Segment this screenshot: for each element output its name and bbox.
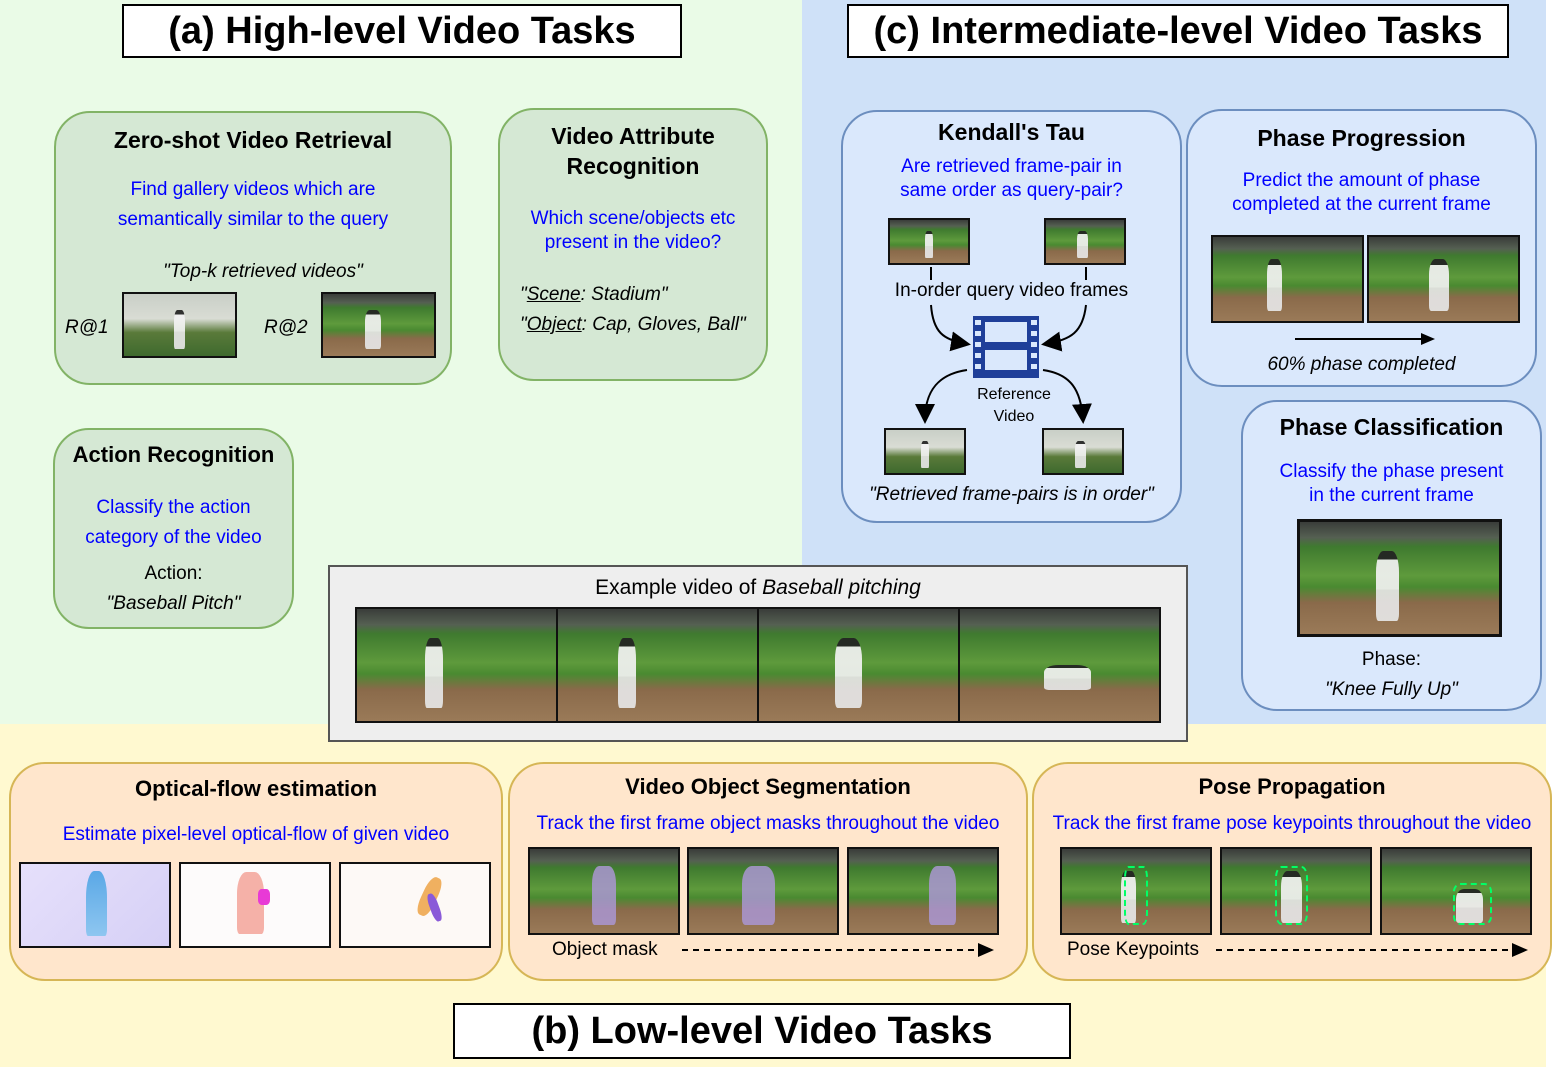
object-key: Object (526, 314, 582, 335)
classification-question-2: in the current frame (1309, 485, 1474, 506)
example-caption-emph: Baseball pitching (762, 576, 921, 599)
progression-caption: 60% phase completed (1267, 354, 1456, 375)
retrieved-frame-2 (1042, 428, 1124, 475)
kendall-question-1: Are retrieved frame-pair in (901, 156, 1122, 177)
attribute-object: "Object: Cap, Gloves, Ball" (520, 314, 746, 335)
progression-card: Phase Progression Predict the amount of … (1186, 109, 1537, 387)
optical-flow-title: Optical-flow estimation (134, 776, 378, 801)
progression-question-2: completed at the current frame (1232, 194, 1491, 215)
reference-video-label-2: Video (993, 408, 1035, 425)
progression-title: Phase Progression (1257, 125, 1466, 151)
progression-frame-1 (1211, 235, 1364, 323)
flow-frame-3 (339, 862, 491, 948)
scene-key: Scene (526, 284, 581, 305)
vos-question: Track the first frame object masks throu… (536, 813, 1000, 834)
high-level-title: (a) High-level Video Tasks (122, 4, 682, 58)
progression-arrow (1295, 333, 1435, 345)
query-frame-1 (888, 218, 970, 265)
retrieved-video-1 (122, 292, 237, 358)
retrieved-video-2 (321, 292, 436, 358)
attribute-question-1: Which scene/objects etc (530, 208, 736, 229)
film-reel-icon (973, 316, 1039, 378)
pose-question: Track the first frame pose keypoints thr… (1052, 813, 1532, 834)
attribute-question-2: present in the video? (544, 232, 722, 253)
retrieval-card: Zero-shot Video Retrieval Find gallery v… (54, 111, 452, 385)
kendall-card: Kendall's Tau Are retrieved frame-pair i… (841, 110, 1182, 523)
optical-flow-card: Optical-flow estimation Estimate pixel-l… (9, 762, 503, 981)
kendall-question-2: same order as query-pair? (900, 180, 1123, 201)
classification-title: Phase Classification (1279, 414, 1504, 440)
retrieval-question-1: Find gallery videos which are (130, 179, 376, 200)
intermediate-level-title: (c) Intermediate-level Video Tasks (847, 4, 1509, 58)
retrieval-title: Zero-shot Video Retrieval (113, 127, 393, 153)
query-frame-2 (1044, 218, 1126, 265)
example-frame-4 (958, 607, 1161, 723)
example-caption-prefix: Example video of (595, 576, 763, 599)
vos-frame-1 (528, 847, 680, 935)
vos-frame-2 (687, 847, 839, 935)
low-level-title: (b) Low-level Video Tasks (453, 1003, 1071, 1059)
attribute-scene: "Scene: Stadium" (520, 284, 668, 305)
object-mask-label: Object mask (552, 939, 658, 960)
retrieval-caption: "Top-k retrieved videos" (163, 261, 363, 282)
vos-arrow (682, 943, 994, 957)
vos-card: Video Object Segmentation Track the firs… (508, 762, 1028, 981)
action-title: Action Recognition (72, 442, 275, 467)
optical-flow-question: Estimate pixel-level optical-flow of giv… (62, 824, 450, 845)
query-frames-label: In-order query video frames (894, 280, 1129, 301)
attribute-title-2: Recognition (566, 153, 700, 179)
example-caption: Example video of Baseball pitching (330, 575, 1186, 601)
classification-value: "Knee Fully Up" (1325, 679, 1458, 700)
flow-frame-1 (19, 862, 171, 948)
pose-title: Pose Propagation (1198, 774, 1386, 799)
kendall-title: Kendall's Tau (938, 119, 1085, 145)
action-question-1: Classify the action (96, 497, 251, 518)
action-card: Action Recognition Classify the action c… (53, 428, 294, 629)
r-at-1-label: R@1 (65, 317, 109, 338)
pose-keypoints-label: Pose Keypoints (1067, 939, 1200, 960)
reference-video-label-1: Reference (977, 386, 1051, 403)
classification-label: Phase: (1361, 649, 1422, 670)
kendall-arrows (915, 267, 1092, 424)
pose-frame-3 (1380, 847, 1532, 935)
example-frame-3 (757, 607, 960, 723)
classification-frame (1297, 519, 1502, 637)
attribute-title-1: Video Attribute (551, 123, 715, 149)
retrieved-frame-1 (884, 428, 966, 475)
example-frame-1 (355, 607, 558, 723)
vos-frame-3 (847, 847, 999, 935)
classification-card: Phase Classification Classify the phase … (1241, 400, 1542, 711)
pose-arrow (1216, 943, 1528, 957)
flow-frame-2 (179, 862, 331, 948)
progression-question-1: Predict the amount of phase (1242, 170, 1481, 191)
vos-title: Video Object Segmentation (625, 774, 911, 799)
example-frame-2 (556, 607, 759, 723)
retrieval-question-2: semantically similar to the query (117, 209, 389, 230)
action-value: "Baseball Pitch" (106, 593, 241, 614)
progression-frame-2 (1367, 235, 1520, 323)
r-at-2-label: R@2 (264, 317, 308, 338)
action-question-2: category of the video (85, 527, 262, 548)
pose-card: Pose Propagation Track the first frame p… (1032, 762, 1552, 981)
pose-frame-2 (1220, 847, 1372, 935)
attribute-card: Video Attribute Recognition Which scene/… (498, 108, 768, 381)
classification-question-1: Classify the phase present (1279, 461, 1504, 482)
scene-value: : Stadium" (580, 284, 668, 305)
action-label: Action: (144, 563, 203, 584)
example-video-box: Example video of Baseball pitching (328, 565, 1188, 742)
object-value: : Cap, Gloves, Ball" (581, 314, 746, 335)
kendall-caption: "Retrieved frame-pairs is in order" (869, 484, 1154, 505)
pose-frame-1 (1060, 847, 1212, 935)
